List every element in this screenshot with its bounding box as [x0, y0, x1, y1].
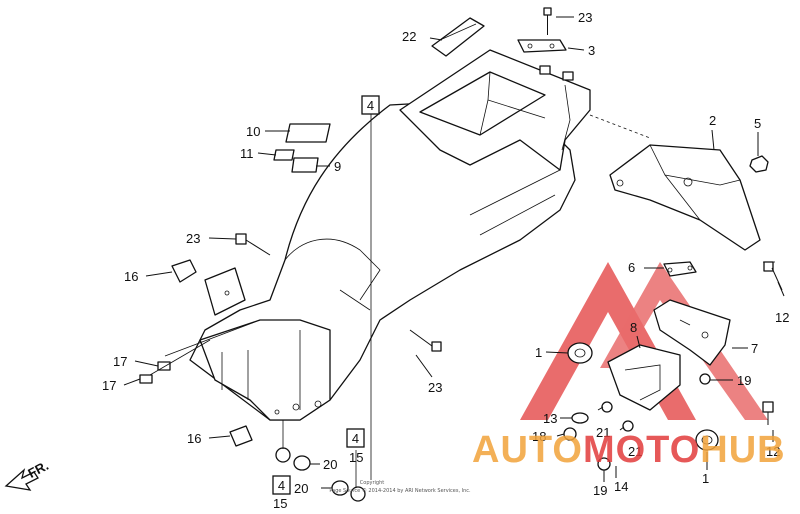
nut-20b-part [622, 420, 634, 432]
callout-21-left: 18 [532, 429, 546, 444]
callout-15-left: 15 [273, 496, 287, 511]
callout-10: 10 [246, 124, 260, 139]
bolt-23b-part [235, 233, 271, 256]
callout-15-right: 15 [349, 450, 363, 465]
svg-text:Copyright: Copyright [360, 480, 384, 486]
nut-20a-part [601, 401, 613, 413]
clip-16b-part [229, 425, 253, 447]
callout-7: 7 [751, 341, 758, 356]
callout-11: 11 [240, 146, 254, 161]
spacer-6-part [663, 261, 697, 277]
screw-17a-part [157, 361, 171, 371]
reflector-bracket-part [607, 344, 681, 411]
license-bracket-part [653, 299, 731, 366]
callout-14: 14 [614, 479, 628, 494]
nut-18-part [699, 373, 711, 385]
washer-13-part [571, 412, 589, 424]
bolt-23c-part [409, 329, 442, 352]
callout-19-right: 20 [323, 457, 337, 472]
copyright-note: Copyright Page Source © 2014-2014 by ARI… [329, 480, 471, 494]
ref-box-4c: 4 [272, 475, 291, 495]
leader-lines [123, 16, 785, 489]
callout-3: 3 [588, 43, 595, 58]
clip-16a-part [171, 259, 197, 283]
nut-15a-part [275, 447, 291, 463]
rear-fender-part [189, 99, 576, 421]
callout-6: 6 [628, 260, 635, 275]
rear-bracket-part [609, 144, 761, 251]
callout-1-bottom: 1 [702, 471, 709, 486]
fender-tray-part [399, 49, 591, 171]
callout-23-top: 23 [578, 10, 592, 25]
callout-9: 9 [334, 159, 341, 174]
callout-12-top: 12 [775, 310, 789, 325]
svg-text:4: 4 [352, 431, 359, 446]
nut-5-part [749, 155, 769, 173]
svg-text:4: 4 [278, 478, 285, 493]
decals-part [273, 123, 331, 173]
callout-5: 5 [754, 116, 761, 131]
callout-17-bottom: 17 [102, 378, 116, 393]
watermark-text: AUTOMOTOHUB [472, 429, 786, 471]
collar-19a-part [293, 455, 311, 471]
callout-19-left: 20 [294, 481, 308, 496]
callout-20-left: 21 [596, 425, 610, 440]
ref-box-4a: 4 [361, 95, 380, 115]
svg-text:Page Source © 2014-2014 by ARI: Page Source © 2014-2014 by ARI Network S… [329, 487, 471, 494]
plate-3-part [517, 7, 567, 53]
callout-18: 19 [737, 373, 751, 388]
callout-8: 8 [630, 320, 637, 335]
grommet-1b-part [695, 429, 719, 451]
callout-17-top: 17 [113, 354, 127, 369]
callout-23-left: 23 [186, 231, 200, 246]
callout-20-right: 21 [628, 444, 642, 459]
callout-22: 22 [402, 29, 416, 44]
callout-13: 13 [543, 411, 557, 426]
screw-17b-part [139, 374, 153, 384]
callout-12-bottom: 12 [766, 444, 780, 459]
callout-21-bottom: 19 [593, 483, 607, 498]
grommet-1a-part [567, 342, 593, 364]
callout-16-top: 16 [124, 269, 138, 284]
nut-15b-part [350, 486, 366, 502]
callout-2: 2 [709, 113, 716, 128]
svg-text:4: 4 [367, 98, 374, 113]
callout-23-mid: 23 [428, 380, 442, 395]
svg-text:AUTOMOTOHUB: AUTOMOTOHUB [472, 429, 786, 471]
callout-1-left: 1 [535, 345, 542, 360]
bolt-12b-part [762, 401, 774, 425]
callout-labels: 22 23 3 10 11 9 2 5 6 7 8 1 1 19 12 12 2… [102, 10, 789, 511]
ref-box-4b: 4 [346, 428, 365, 448]
front-arrow: FR. [4, 458, 51, 491]
clip-22-part [431, 17, 485, 57]
callout-16-bottom: 16 [187, 431, 201, 446]
